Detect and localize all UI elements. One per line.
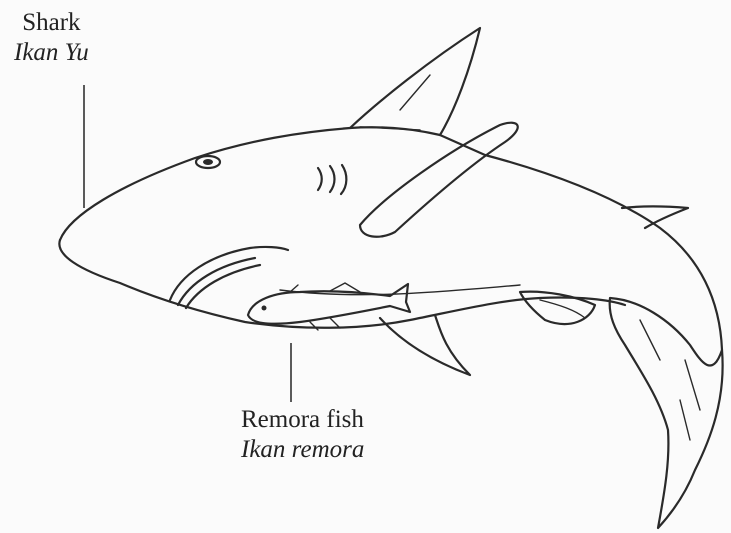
pelvic-fin-detail (540, 300, 585, 318)
shark-upper-pectoral-fin (360, 123, 518, 237)
shark-drawing (59, 28, 722, 528)
dorsal-fin-detail (360, 75, 430, 130)
remora-label: Remora fish Ikan remora (241, 405, 364, 465)
tail-detail (640, 320, 700, 440)
shark-dorsal-outline (60, 127, 722, 350)
remora-english-name: Remora fish (241, 405, 364, 435)
shark-gill-slits (318, 165, 346, 194)
remora-eye (262, 306, 267, 311)
shark-dorsal-fin (350, 28, 480, 135)
shark-malay-name: Ikan Yu (14, 38, 89, 68)
shark-tail (610, 298, 723, 528)
shark-label: Shark Ikan Yu (14, 8, 89, 68)
shark-english-name: Shark (14, 8, 89, 38)
shark-mouth-inner (178, 258, 260, 308)
shark-pupil (203, 159, 213, 165)
remora-body (248, 284, 410, 324)
remora-malay-name: Ikan remora (241, 435, 364, 465)
